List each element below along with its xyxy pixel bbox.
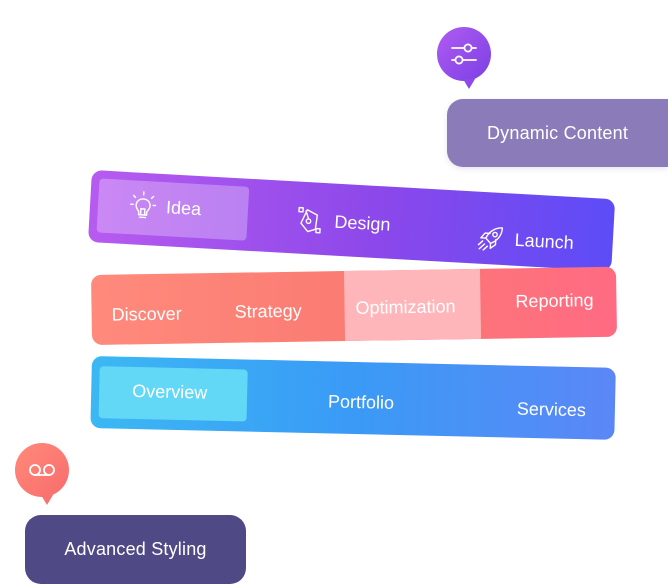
lightbulb-icon xyxy=(129,190,157,221)
sliders-icon-bubble[interactable] xyxy=(437,27,491,89)
voicemail-icon xyxy=(27,461,57,479)
menu-item-design[interactable]: Design xyxy=(296,206,391,239)
menu-item-overview[interactable]: Overview xyxy=(132,381,207,404)
blue-menu-bar: Overview Portfolio Services xyxy=(90,356,616,440)
menu-item-idea[interactable]: Idea xyxy=(129,190,202,224)
pen-tool-icon xyxy=(296,206,326,236)
menu-item-label: Optimization xyxy=(355,296,456,318)
purple-menu-bar: Idea Design Launch xyxy=(87,170,616,272)
menu-item-optimization[interactable]: Optimization xyxy=(355,296,455,319)
menu-item-strategy[interactable]: Strategy xyxy=(234,301,301,323)
dynamic-content-pill[interactable]: Dynamic Content xyxy=(447,99,668,167)
menu-item-label: Discover xyxy=(111,303,182,325)
menu-item-label: Overview xyxy=(131,380,208,403)
dynamic-content-label: Dynamic Content xyxy=(486,122,629,143)
menu-item-label: Design xyxy=(333,211,392,235)
menu-item-label: Launch xyxy=(514,229,575,253)
menu-item-label: Reporting xyxy=(515,290,594,312)
advanced-styling-label: Advanced Styling xyxy=(64,539,207,559)
menu-item-label: Services xyxy=(516,398,587,421)
menu-item-label: Strategy xyxy=(234,300,302,322)
coral-menu-bar: Discover Strategy Optimization Reporting xyxy=(91,266,618,345)
menu-item-discover[interactable]: Discover xyxy=(111,304,181,326)
menu-item-label: Portfolio xyxy=(327,391,395,413)
sliders-icon xyxy=(450,41,478,67)
menu-item-reporting[interactable]: Reporting xyxy=(515,290,593,312)
rocket-icon xyxy=(476,224,506,254)
voicemail-icon-bubble[interactable] xyxy=(15,443,69,505)
menu-item-label: Idea xyxy=(165,196,202,219)
advanced-styling-pill[interactable]: Advanced Styling xyxy=(25,515,246,584)
menu-item-portfolio[interactable]: Portfolio xyxy=(327,391,395,413)
menu-item-launch[interactable]: Launch xyxy=(476,224,574,257)
menu-item-services[interactable]: Services xyxy=(517,399,586,422)
